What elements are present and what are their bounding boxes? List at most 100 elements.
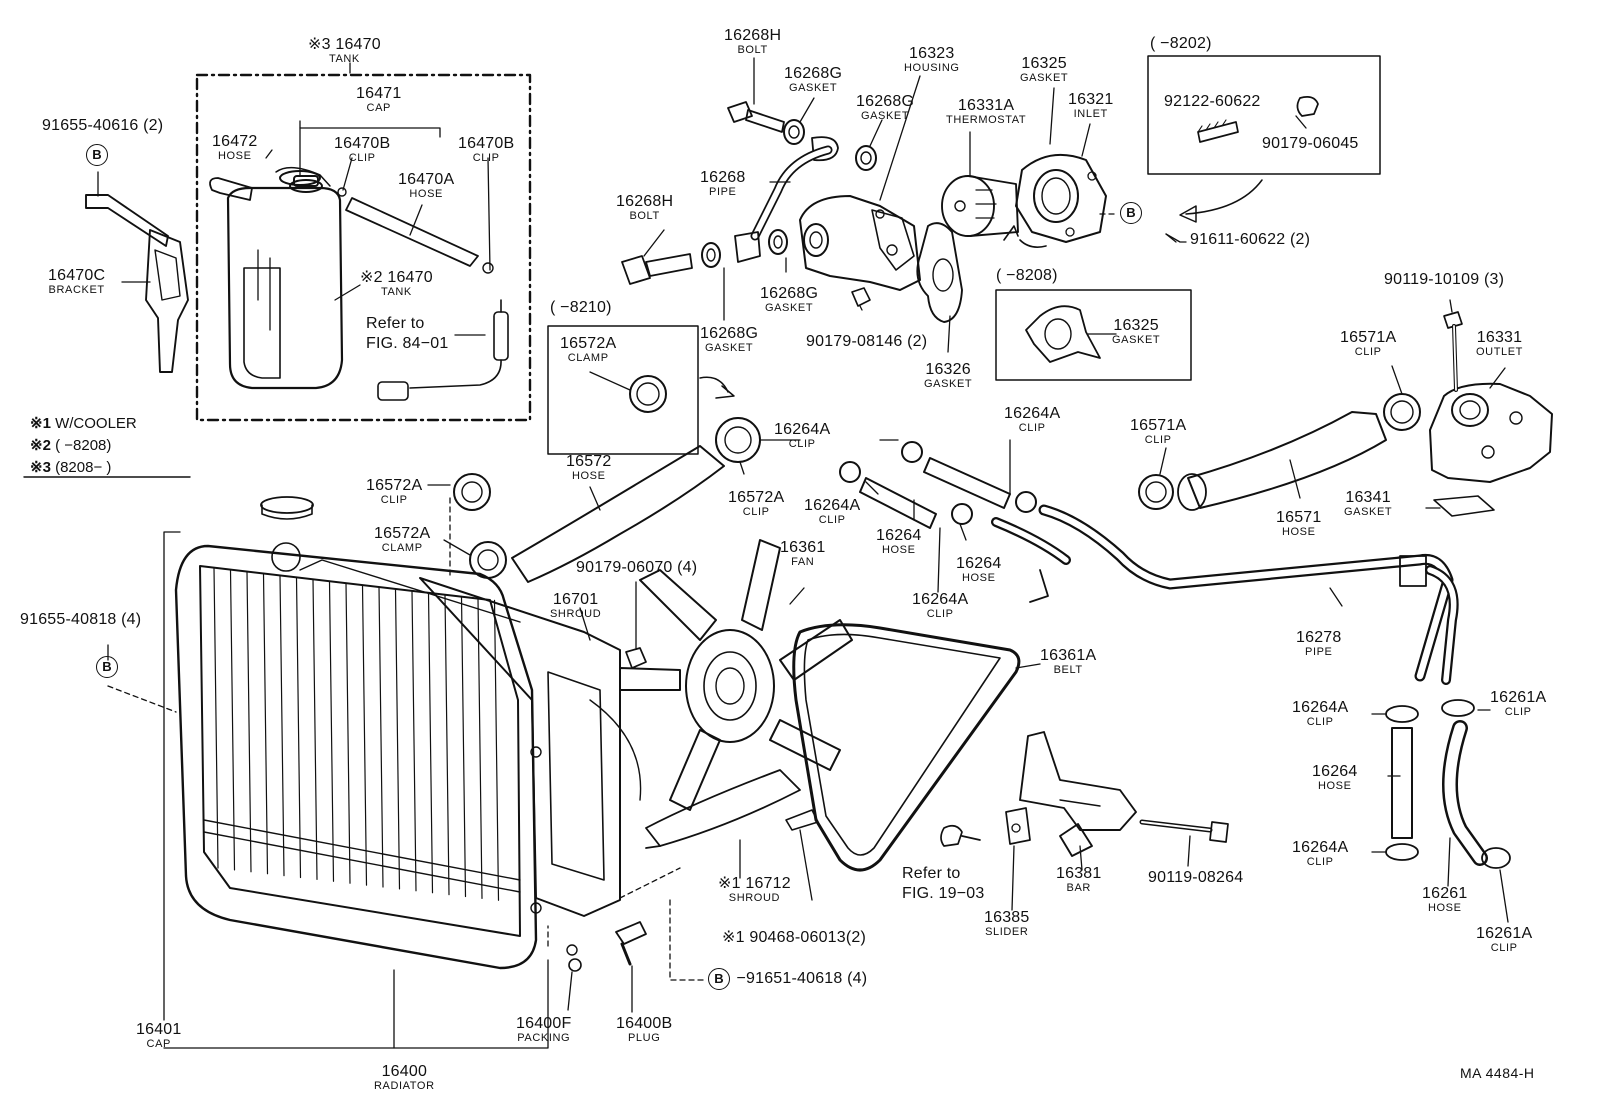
part-number: 16471 (356, 85, 402, 102)
part-name: SHROUD (550, 608, 602, 620)
drive-belt (792, 623, 1021, 872)
drawing-code: MA 4484-H (1460, 1065, 1535, 1081)
label-hose-16571: 16571 HOSE (1276, 510, 1322, 538)
label-thermostat-16331a: 16331A THERMOSTAT (946, 98, 1026, 126)
legend-mark: ※2 (30, 437, 51, 454)
part-number: 16325 (1113, 317, 1159, 334)
label-nut-90179-06045: 90179-06045 (1262, 135, 1359, 152)
label-tank-16470-2: ※2 16470 TANK (360, 270, 433, 298)
part-number: 16400 (381, 1063, 428, 1080)
part-number: 16264A (774, 421, 831, 438)
part-name: SLIDER (985, 926, 1029, 938)
label-clip-16571a-1: 16571A CLIP (1340, 330, 1396, 358)
label-hose-16261: 16261 HOSE (1422, 886, 1468, 914)
part-name: HOSE (1281, 526, 1316, 538)
radiator-leaders (107, 531, 705, 1049)
core-fin (279, 574, 285, 877)
ref-line-1: Refer to (902, 865, 961, 882)
label-clip-90468-06013: ※1 90468-06013(2) (722, 929, 867, 946)
label-ref-fig19: Refer to FIG. 19−03 (902, 866, 985, 902)
part-name: BAR (1066, 882, 1091, 894)
core-fin (345, 582, 351, 884)
part-number: 16331A (957, 97, 1015, 114)
gasket-16326 (916, 222, 963, 323)
label-hose-16572: 16572 HOSE (566, 454, 612, 482)
part-name: CLAMP (567, 352, 609, 364)
bolt-16268h-lower (621, 253, 693, 285)
part-number: 16470B (334, 135, 391, 152)
fan-leaders (739, 587, 813, 901)
hose-16264-lower (1391, 727, 1413, 839)
cooling-fan (619, 539, 853, 811)
part-name: GASKET (860, 110, 910, 122)
label-clip-16572a-1: 16572A CLIP (366, 478, 422, 506)
part-name: HOSE (961, 572, 996, 584)
upper-radiator-hose (511, 445, 725, 583)
label-bolt-91655-40616: 91655-40616 (2) (42, 117, 164, 134)
part-number: 16381 (1056, 865, 1102, 882)
part-number: 16325 (1021, 55, 1067, 72)
label-clip-16264a-4: 16264A CLIP (912, 592, 968, 620)
part-number: 16341 (1345, 489, 1391, 506)
hose-clamp-leaders (427, 439, 801, 556)
core-fin (229, 569, 236, 871)
part-number: 16264A (912, 591, 969, 608)
tank-group-box (195, 73, 532, 422)
part-number: 16268H (724, 27, 782, 44)
part-name: CLAMP (381, 542, 423, 554)
label-bolt-16268h-1: 16268H BOLT (724, 28, 781, 56)
part-name: CLIP (1144, 434, 1172, 446)
part-name: GASKET (1020, 72, 1069, 84)
tank-bracket (85, 171, 189, 373)
label-bolt-90179-06070: 90179-06070 (4) (576, 559, 698, 576)
part-name: GASKET (924, 378, 973, 390)
label-gasket-16268g-1: 16268G GASKET (784, 66, 842, 94)
ref-line-1: Refer to (366, 315, 425, 332)
alternator-bar (1019, 731, 1137, 857)
part-name: THERMOSTAT (946, 114, 1027, 126)
overflow-hose-long (345, 197, 479, 267)
part-number: ※1 16712 (718, 875, 791, 892)
heater-hoses (839, 441, 1037, 529)
part-number: 16331 (1476, 329, 1523, 346)
core-fin (477, 597, 483, 900)
part-name: BRACKET (48, 284, 105, 296)
core-fin (361, 584, 368, 886)
part-name: CAP (366, 102, 391, 114)
overflow-hose (209, 177, 253, 201)
label-fan-16361: 16361 FAN (780, 540, 826, 568)
label-clip-16264a-6: 16264A CLIP (1292, 840, 1348, 868)
label-clip-16470b-1: 16470B CLIP (334, 136, 390, 164)
label-cap-16401: 16401 CAP (136, 1022, 182, 1050)
label-gasket-16268g-4: 16268G GASKET (700, 326, 758, 354)
ref-line-2: FIG. 84−01 (366, 335, 449, 352)
core-fin (493, 599, 500, 901)
part-name: HOUSING (904, 62, 960, 74)
core-fin (460, 595, 467, 898)
part-number: 16470C (48, 267, 106, 284)
label-clip-16261a-2: 16261A CLIP (1476, 926, 1532, 954)
b-marker-1: B (86, 144, 108, 166)
part-number: 16264 (1312, 763, 1358, 780)
part-name: CAP (146, 1038, 171, 1050)
label-gasket-16268g-3: 16268G GASKET (760, 286, 818, 314)
part-number: 16268G (784, 65, 843, 82)
part-name: CLIP (788, 438, 816, 450)
part-number: ※2 16470 (360, 269, 433, 286)
label-hose-16470a: 16470A HOSE (398, 172, 454, 200)
part-number: 16400F (516, 1015, 572, 1032)
label-stud-92122-60622: 92122-60622 (1164, 93, 1261, 110)
legend-text: (8208− ) (55, 459, 112, 476)
core-fin (427, 592, 434, 894)
label-bolt-91651-40618: B −91651-40618 (4) (708, 968, 867, 990)
water-outlet (1429, 382, 1553, 483)
label-housing-16323: 16323 HOUSING (904, 46, 960, 74)
part-name: CLIP (1018, 422, 1046, 434)
part-number: 16572A (366, 477, 423, 494)
part-name: CLIP (926, 608, 954, 620)
part-number: 16264A (1292, 839, 1349, 856)
bolt-16268h-top (727, 101, 785, 133)
part-number: 16400B (616, 1015, 673, 1032)
part-number: 16572A (374, 525, 431, 542)
part-number: 16401 (136, 1021, 182, 1038)
